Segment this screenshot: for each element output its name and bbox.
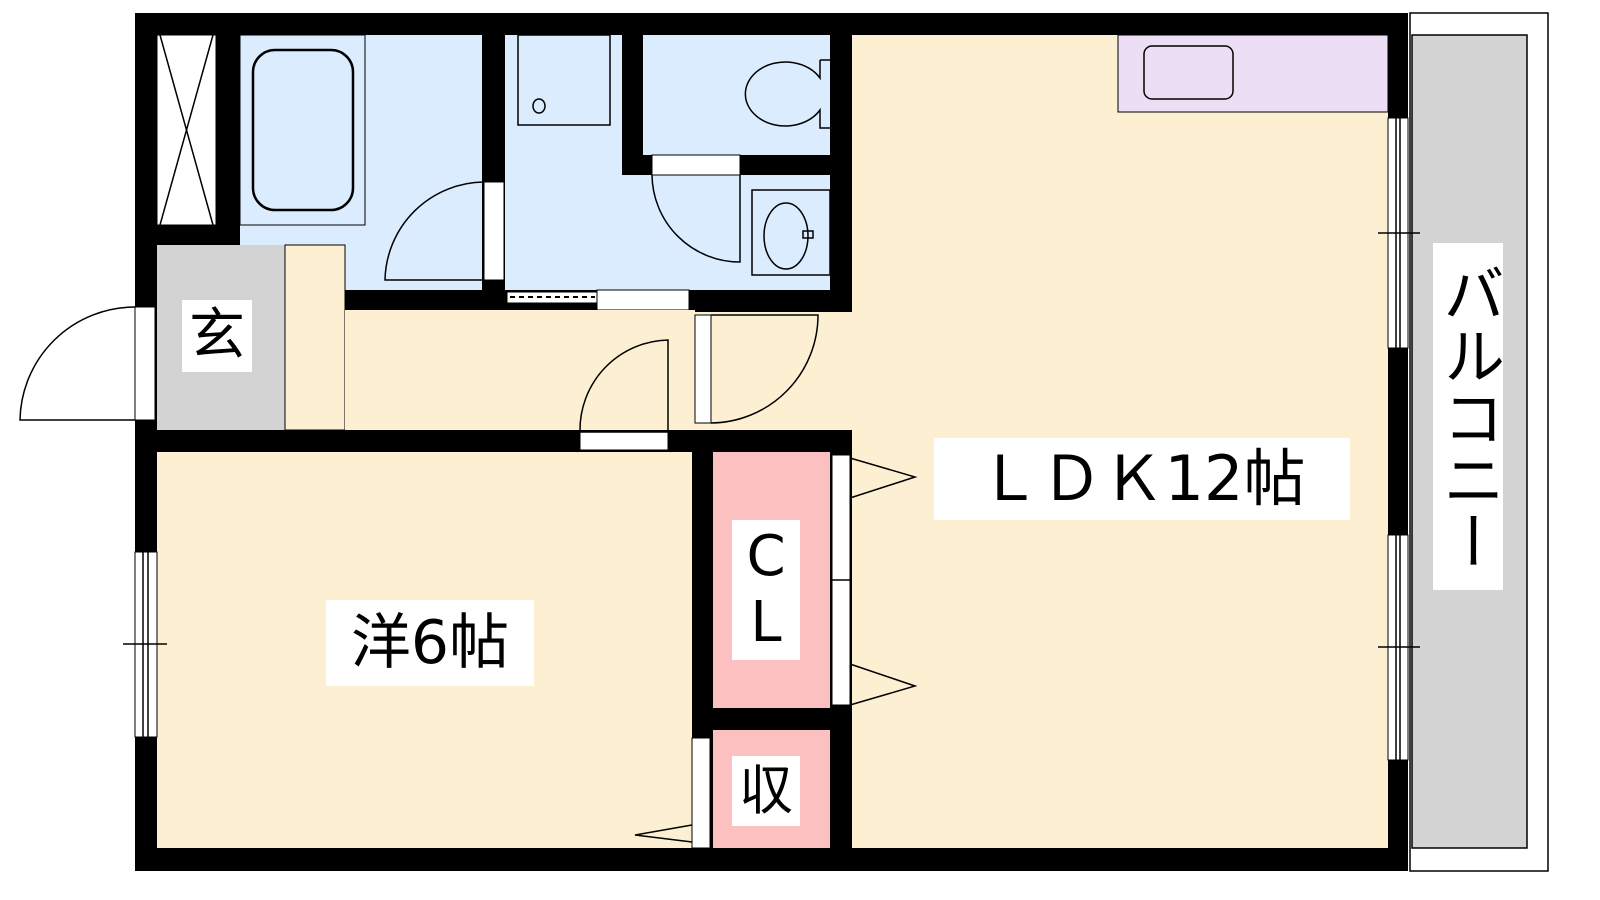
balcony-label: バルコニー xyxy=(1432,243,1505,590)
balcony xyxy=(1409,12,1549,872)
toilet-icon xyxy=(744,59,830,129)
western-room-label: 洋6帖 xyxy=(326,600,534,686)
storage-closet xyxy=(156,34,217,226)
closet-label-c: C xyxy=(746,524,786,589)
window xyxy=(1378,117,1420,761)
toilet xyxy=(643,35,830,153)
window xyxy=(123,551,167,738)
washing-machine-icon xyxy=(517,34,611,126)
storage-label: 収 xyxy=(732,756,800,826)
closet-label: C L xyxy=(732,520,800,660)
bathtub-icon xyxy=(251,48,355,212)
sink-icon xyxy=(751,189,831,276)
entrance-label: 玄 xyxy=(182,300,252,372)
closet-label-l: L xyxy=(750,590,782,655)
ldk-label: ＬＤＫ12帖 xyxy=(934,438,1350,520)
hallway xyxy=(284,244,346,431)
kitchen-sink-icon xyxy=(1143,45,1234,100)
